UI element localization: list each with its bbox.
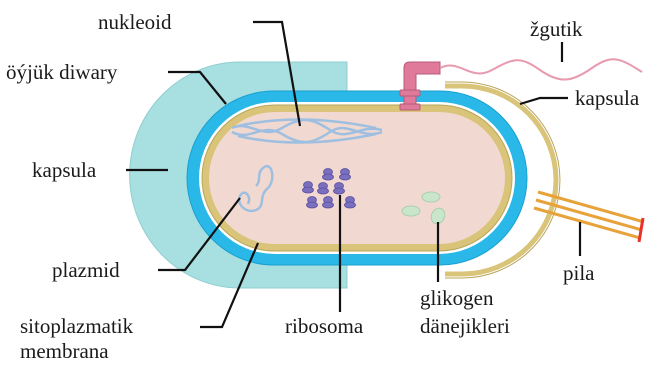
label-glycogen-line1: glikogen: [420, 286, 494, 310]
ribosome: [334, 183, 345, 195]
label-membrane-line2: membrana: [20, 339, 109, 363]
ribosome: [345, 197, 356, 209]
glycogen-granule: [422, 192, 440, 202]
label-glycogen-line2: dänejikleri: [420, 314, 510, 338]
ribosome: [323, 197, 334, 209]
label-cell-wall: öýjük diwary: [6, 60, 118, 84]
glycogen-granule: [402, 206, 420, 216]
ribosome: [307, 197, 318, 209]
label-nucleoid: nukleoid: [98, 10, 172, 34]
ribosome: [323, 169, 334, 181]
label-capsule-right: kapsula: [575, 86, 640, 110]
label-plasmid: plazmid: [52, 258, 120, 282]
flagellum: [440, 59, 642, 79]
ribosome: [318, 183, 329, 195]
label-ribosome: ribosoma: [285, 314, 364, 338]
label-flagellum: žgutik: [530, 17, 583, 41]
label-capsule-left: kapsula: [32, 158, 97, 182]
label-membrane-line1: sitoplazmatik: [20, 314, 134, 338]
ribosome: [340, 169, 351, 181]
label-pili: pila: [563, 261, 595, 285]
leader-capsule-right: [520, 98, 568, 104]
ribosome: [303, 182, 314, 194]
